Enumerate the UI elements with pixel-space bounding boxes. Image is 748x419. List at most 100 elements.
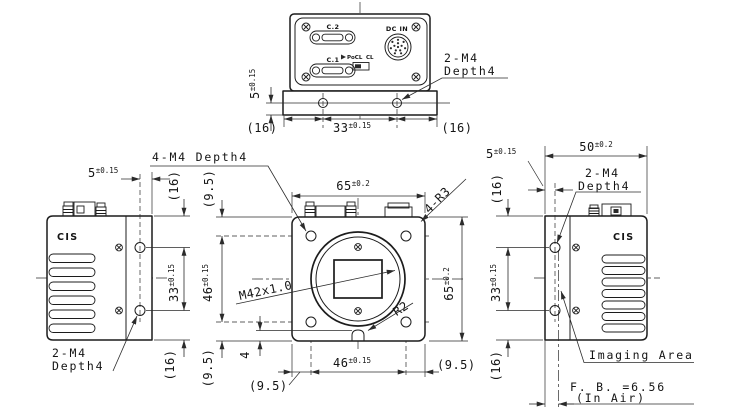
leader-line xyxy=(401,77,508,100)
dim-column-right-view: (16) 33±0.15 (16) xyxy=(489,174,549,381)
camera-body-rear xyxy=(289,13,431,92)
fin xyxy=(48,323,96,333)
power-connector-housing xyxy=(384,206,413,218)
brand-logo: CIS xyxy=(613,232,635,243)
connector-pin xyxy=(400,52,403,55)
mounting-hole xyxy=(134,305,146,316)
mounting-hole xyxy=(392,98,402,108)
connector-housing xyxy=(601,203,632,217)
mount-screw-icon xyxy=(354,307,362,315)
dimension-text: 46±0.15 xyxy=(333,356,371,370)
connector-screw-icon xyxy=(344,33,354,42)
note-2m4-line1: 2-M4 xyxy=(52,346,87,360)
connector-screw-icon xyxy=(311,33,321,42)
mounting-hole xyxy=(400,316,412,328)
connector-pin xyxy=(394,49,397,52)
fin xyxy=(601,254,646,264)
connector-pin xyxy=(400,44,403,47)
leader-line xyxy=(420,178,467,222)
note-2m4-depth4: 2-M4 Depth4 xyxy=(401,51,508,100)
dim-hole-to-front: 5±0.15 xyxy=(88,166,170,214)
connector-pin xyxy=(393,44,396,47)
note-2m4-depth4: 2-M4 Depth4 xyxy=(556,166,641,244)
dimension-text: 46±0.15 xyxy=(201,264,215,302)
camera-body-front xyxy=(291,216,426,342)
thumbscrew-post xyxy=(62,205,74,217)
connector-screw-icon xyxy=(344,66,354,75)
dimension-text: (16) xyxy=(163,350,177,381)
dimension-text: 5±0.15 xyxy=(88,166,118,180)
heatsink-fins xyxy=(601,254,646,333)
fb-text: F. B. =6.56 xyxy=(570,380,666,394)
note-2m4-line2: Depth4 xyxy=(52,359,104,373)
dimension-text: 65±0.2 xyxy=(442,267,456,301)
thumbscrew-post xyxy=(345,205,357,218)
note-2m4-line1: 2-M4 xyxy=(444,51,479,65)
leader-line xyxy=(235,269,396,305)
thumbscrew-post xyxy=(304,205,316,218)
mounting-hole xyxy=(305,230,317,242)
dimension-text: (9.5) xyxy=(202,170,216,209)
dimension-text: 50±0.2 xyxy=(579,140,613,154)
dimension-text: (16) xyxy=(442,121,473,135)
extension-lines xyxy=(146,215,190,341)
fin xyxy=(48,281,96,291)
panel-screw-icon xyxy=(411,72,421,82)
note-text: M42x1.0 xyxy=(238,278,294,303)
dim-column-left-view: (16) 33±0.15 (16) xyxy=(146,171,190,381)
power-connector-lid xyxy=(387,202,410,209)
r2-notch xyxy=(351,329,365,341)
lens-mount-thread xyxy=(315,236,401,322)
panel-screw-icon xyxy=(301,72,311,82)
connector-pin xyxy=(396,45,400,49)
thumbscrew-cap xyxy=(305,201,315,207)
dimension-text: 33±0.15 xyxy=(333,121,371,135)
side-screw-icon xyxy=(572,306,580,315)
leader-line xyxy=(288,371,301,386)
leader-line xyxy=(150,165,307,232)
rear-connector-panel xyxy=(294,17,428,86)
image-sensor xyxy=(333,259,383,299)
dim-flange-back: F. B. =6.56 (In Air) xyxy=(529,340,694,407)
front-view: 4-M4 Depth4 4-R3 M42x1.0 R2 65±0.2 65±0 xyxy=(150,150,476,393)
thumbscrew-post xyxy=(95,206,107,217)
thumbscrew-cap xyxy=(96,202,106,208)
fin xyxy=(48,267,96,277)
side-screw-icon xyxy=(572,243,580,252)
dimension-text: 5±0.15 xyxy=(486,147,516,161)
dimension-text: (9.5) xyxy=(437,358,476,372)
mount-screw-icon xyxy=(354,243,362,251)
dim-column-front-view: (9.5) 46±0.15 (9.5) xyxy=(201,170,292,387)
mounting-hole xyxy=(134,242,146,253)
top-connectors xyxy=(304,201,413,218)
fin xyxy=(601,289,646,298)
leader-line xyxy=(112,315,138,372)
fin xyxy=(601,300,646,310)
dimension-text: 65±0.2 xyxy=(336,179,370,193)
dimension-text: (16) xyxy=(247,121,278,135)
connector-c1-label: C.1 xyxy=(327,56,340,64)
connector-housing xyxy=(73,201,96,217)
heatsink-fins xyxy=(48,253,96,333)
pocl-label: PoCL xyxy=(347,55,363,61)
mounting-hole xyxy=(549,242,561,253)
note-text: 4-R3 xyxy=(421,184,453,216)
rear-view: C.2 C.1 DC IN xyxy=(247,2,508,135)
side-screw-icon xyxy=(115,243,123,252)
thumbscrew-cap xyxy=(63,201,74,207)
side-screw-icon xyxy=(115,306,123,315)
connector-housing xyxy=(315,205,346,218)
dim-hole-to-front: 5±0.15 xyxy=(248,69,283,131)
lens-mount-outer xyxy=(310,231,406,327)
connector-detail xyxy=(610,206,622,216)
note-2m4-line1: 2-M4 xyxy=(585,166,620,180)
connector-pin xyxy=(396,38,400,41)
extension-lines xyxy=(216,216,292,342)
thumbscrew-cap xyxy=(589,204,599,209)
left-side-view: CIS 5±0.15 (16) 33±0.15 xyxy=(36,166,190,380)
dc-in-label: DC IN xyxy=(386,25,408,33)
note-2m4-line2: Depth4 xyxy=(578,179,630,193)
leader-line xyxy=(560,290,694,363)
